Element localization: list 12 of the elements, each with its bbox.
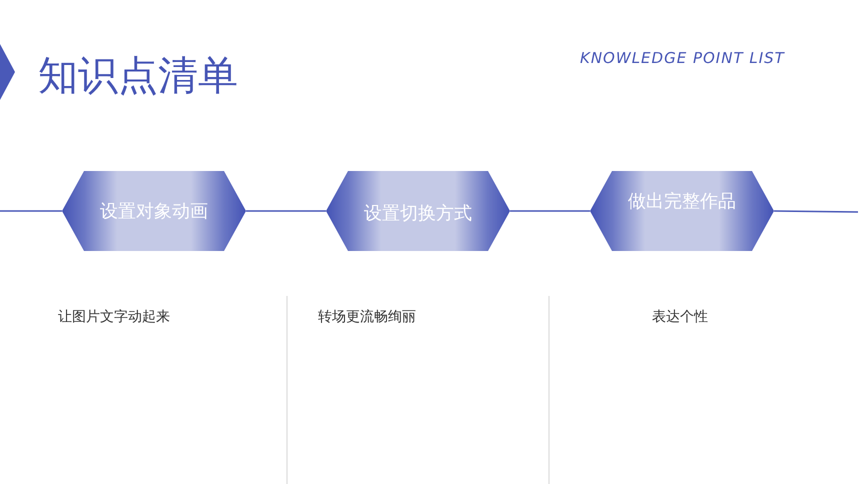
connector-line [246,210,326,212]
node-label: 做出完整作品 [627,190,737,213]
node-label: 设置切换方式 [363,202,473,225]
subtitle: KNOWLEDGE POINT LIST [580,49,785,67]
connector-line [0,210,62,212]
connector-line [510,210,590,212]
description-text: 表达个性 [652,308,708,326]
connector-line [774,210,858,213]
description-text: 转场更流畅绚丽 [318,308,416,326]
description-text: 让图片文字动起来 [58,308,170,326]
title: 知识点清单 [38,52,238,101]
node-label: 设置对象动画 [99,200,209,223]
